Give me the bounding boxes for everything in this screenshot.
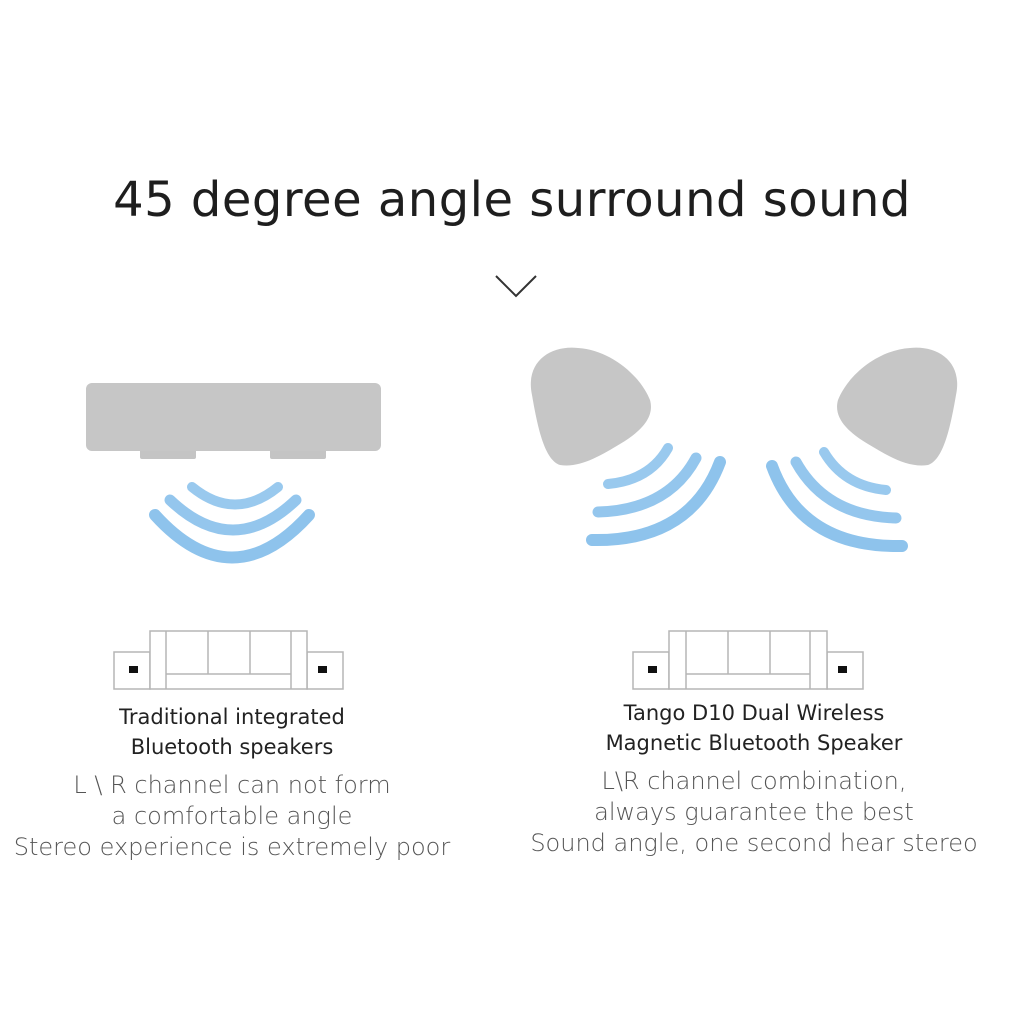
left-description: L \ R channel can not form a comfortable… — [12, 770, 452, 863]
right-name-line: Tango D10 Dual Wireless — [623, 701, 885, 725]
left-name-line: Bluetooth speakers — [130, 735, 334, 759]
left-caption: Traditional integrated Bluetooth speaker… — [12, 702, 452, 863]
right-description: L\R channel combination, always guarante… — [528, 766, 980, 859]
sofa-icon — [632, 630, 864, 690]
left-desc-line: L \ R channel can not form — [73, 771, 391, 799]
chevron-down-icon — [495, 275, 537, 298]
sound-wave-icon — [149, 482, 315, 564]
sofa-icon — [113, 630, 344, 690]
speaker-pod-icon — [530, 347, 651, 466]
sound-wave-icon — [586, 443, 726, 547]
soundbar-icon — [86, 383, 381, 459]
left-desc-line: Stereo experience is extremely poor — [13, 833, 451, 861]
page-title: 45 degree angle surround sound — [113, 172, 911, 228]
right-name-line: Magnetic Bluetooth Speaker — [605, 731, 903, 755]
right-desc-line: Sound angle, one second hear stereo — [530, 829, 978, 857]
sound-wave-icon — [766, 447, 908, 553]
right-caption: Tango D10 Dual Wireless Magnetic Bluetoo… — [528, 698, 980, 859]
right-desc-line: L\R channel combination, — [601, 767, 907, 795]
left-desc-line: a comfortable angle — [111, 802, 353, 830]
speaker-pod-icon — [837, 347, 958, 466]
right-product-name: Tango D10 Dual Wireless Magnetic Bluetoo… — [528, 698, 980, 758]
left-name-line: Traditional integrated — [119, 705, 345, 729]
right-desc-line: always guarantee the best — [594, 798, 914, 826]
left-product-name: Traditional integrated Bluetooth speaker… — [12, 702, 452, 762]
